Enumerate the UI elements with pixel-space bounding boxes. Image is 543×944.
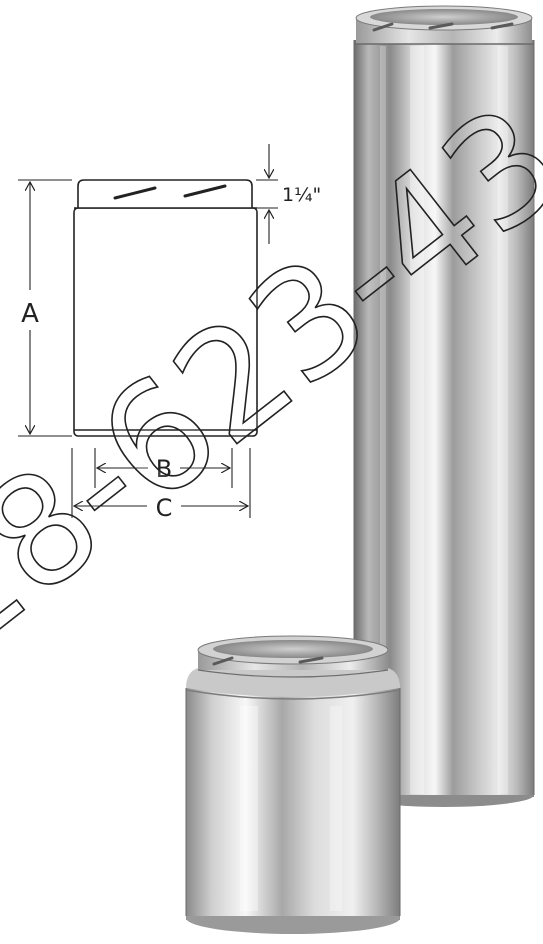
tall-pipe-inner-opening (370, 9, 518, 25)
drawing-collar-outline (77, 179, 253, 208)
short-pipe (185, 635, 401, 934)
drawing-collar-slot (183, 184, 227, 198)
short-pipe-inner-opening (213, 640, 373, 658)
drawing-collar-slot (113, 186, 157, 200)
dimension-a-label: A (21, 299, 39, 329)
dimension-drawing: A 1¼" B C (18, 144, 321, 522)
dimension-collar-label: 1¼" (282, 184, 321, 206)
dimension-c-label: C (156, 494, 173, 522)
dimension-b-label: B (156, 455, 172, 483)
